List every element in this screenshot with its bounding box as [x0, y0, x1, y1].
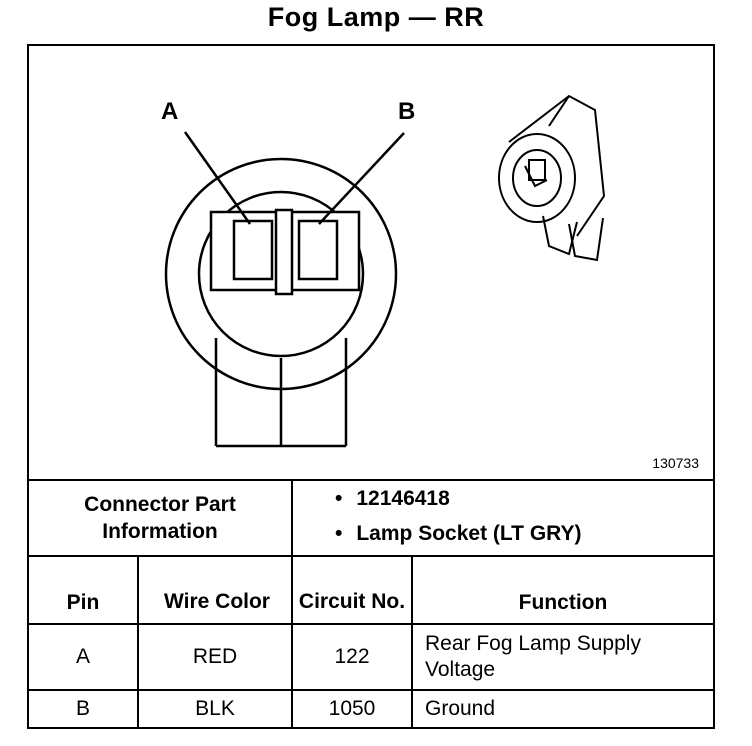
page-title: Fog Lamp — RR [267, 2, 485, 32]
header-wire-color: Wire Color [164, 590, 270, 613]
row-a-wire-color: RED [192, 645, 238, 668]
pinout-table: Connector Part Information 12146418 Lamp… [29, 479, 713, 727]
connector-frame: A B 130733 Connector Part Information 12… [27, 44, 715, 729]
row-b-circuit: 1050 [328, 697, 376, 720]
callout-a: A [161, 98, 179, 125]
header-function: Function [518, 591, 608, 614]
header-pin: Pin [66, 591, 100, 614]
socket-perspective-icon [498, 94, 606, 262]
connector-drawing: A B 130733 [29, 46, 713, 479]
header-circuit: Circuit No. [298, 590, 406, 613]
connector-face-illustration [164, 94, 606, 448]
connector-info-label: Connector Part Information [84, 493, 236, 543]
row-a-circuit: 122 [334, 645, 370, 668]
socket-description: Lamp Socket (LT GRY) [335, 516, 581, 551]
connector-info-items: 12146418 Lamp Socket (LT GRY) [335, 481, 705, 555]
row-a-function: Rear Fog Lamp Supply Voltage [425, 632, 641, 681]
row-a-pin: A [75, 645, 90, 668]
row-b-wire-color: BLK [195, 697, 235, 720]
row-b-function: Ground [425, 697, 496, 720]
row-b-pin: B [75, 697, 90, 720]
figure-number: 130733 [652, 455, 699, 471]
part-number: 12146418 [335, 481, 582, 516]
callout-b: B [398, 98, 416, 125]
